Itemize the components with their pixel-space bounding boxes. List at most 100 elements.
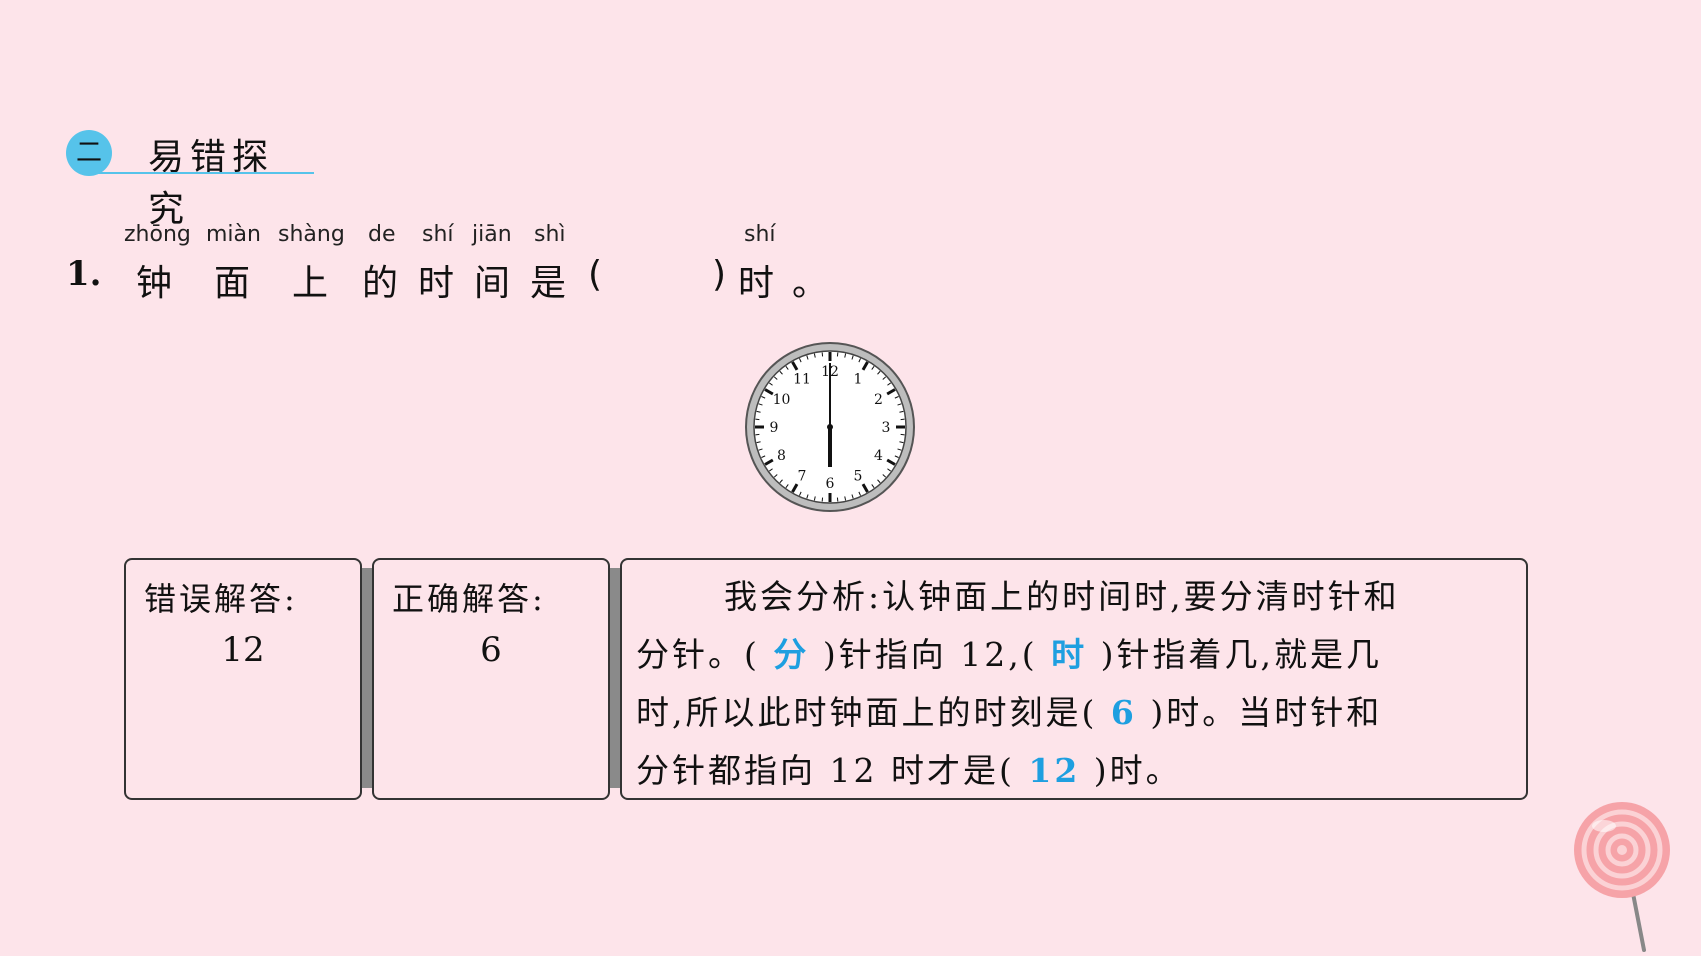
clock-center [827, 424, 833, 430]
clock-tick [858, 358, 861, 363]
clock-tick [851, 355, 854, 360]
clock-tick [756, 441, 761, 444]
clock-tick [899, 441, 904, 444]
pinyin-mian: miàn [206, 222, 261, 247]
clock-number-7: 7 [798, 468, 807, 484]
clock-tick [882, 376, 887, 380]
clock-tick [844, 496, 847, 501]
clock-tick [877, 370, 881, 375]
analysis-line-1-text: 我会分析:认钟面上的时间时,要分清时针和 [724, 577, 1400, 616]
clock-tick [799, 491, 802, 496]
clock-tick [844, 353, 847, 358]
hanzi-mian: 面 [214, 263, 251, 304]
clock-tick [758, 403, 763, 406]
separator-1 [362, 568, 372, 788]
clock-tick [791, 483, 799, 493]
open-paren: ( [588, 254, 603, 295]
clock-tick [813, 496, 816, 501]
pinyin-shi3: shí [744, 222, 776, 247]
clock-tick [785, 484, 789, 488]
clock-number-3: 3 [882, 420, 891, 436]
clock-ticks [755, 352, 905, 502]
clock-tick [761, 396, 766, 399]
clock-tick [887, 382, 891, 386]
clock-number-9: 9 [770, 420, 779, 436]
clock-number-5: 5 [854, 468, 863, 484]
hanzi-shi2: 是 [530, 263, 567, 304]
clock-tick [899, 410, 904, 413]
pinyin-de: de [368, 222, 396, 247]
clock-tick [806, 355, 809, 360]
section-title: 易错探究 [148, 137, 275, 230]
clock-number-8: 8 [777, 448, 786, 464]
clock-number-11: 11 [793, 372, 811, 388]
analysis-line-2: 分针。( 分 )针指向 12,( 时 )针指着几,就是几 [636, 626, 1382, 684]
analysis-line-3-b: )时。当时针和 [1150, 693, 1383, 732]
clock-tick [886, 388, 896, 396]
section-header: 二 易错探究 [66, 124, 314, 230]
analysis-line-2-b: )针指向 12,( [822, 635, 1038, 674]
clock-tick [813, 353, 816, 358]
clock-tick [779, 479, 783, 484]
clock-tick [773, 474, 778, 478]
clock-tick [897, 403, 902, 406]
correct-answer-value: 6 [480, 630, 502, 670]
clock-tick [799, 358, 802, 363]
answer-fen: 分 [773, 635, 810, 674]
clock-tick [861, 483, 869, 493]
pinyin-zhong: zhōng [124, 222, 191, 247]
analysis-line-1: 我会分析:认钟面上的时间时,要分清时针和 [724, 568, 1400, 626]
hanzi-jian: 间 [474, 263, 511, 304]
clock-tick [894, 455, 899, 458]
pinyin-shi: shí [422, 222, 454, 247]
clock-tick [764, 458, 774, 466]
analysis-line-3: 时,所以此时钟面上的时刻是( 6 )时。当时针和 [636, 684, 1382, 742]
pinyin-shi2: shì [534, 222, 566, 247]
analysis-line-4-a: 分针都指向 12 时才是( [636, 751, 1015, 790]
clock-tick [877, 479, 881, 484]
analysis-box: 我会分析:认钟面上的时间时,要分清时针和 分针。( 分 )针指向 12,( 时 … [620, 558, 1528, 800]
answer-shi: 时 [1051, 635, 1088, 674]
section-badge: 二 [66, 130, 112, 176]
clock-tick [785, 366, 789, 370]
clock-tick [897, 448, 902, 451]
lollipop-icon [1574, 802, 1670, 952]
clock-tick [871, 366, 875, 370]
correct-answer-box: 正确解答: 6 [372, 558, 610, 800]
clock-tick [769, 468, 773, 472]
clock-tick [761, 455, 766, 458]
clock-tick [779, 370, 783, 375]
clock-tick [769, 382, 773, 386]
question-number: 1. [66, 254, 102, 294]
hanzi-zhong: 钟 [136, 263, 173, 304]
pinyin-shang: shàng [278, 222, 345, 247]
wrong-answer-box: 错误解答: 12 [124, 558, 362, 800]
full-stop: 。 [792, 263, 829, 304]
hanzi-shang: 上 [292, 263, 329, 304]
answer-12: 12 [1028, 751, 1081, 790]
clock-tick [887, 468, 891, 472]
clock-tick [858, 491, 861, 496]
correct-answer-label: 正确解答: [392, 580, 546, 618]
close-paren: ) [712, 254, 727, 295]
clock-tick [882, 474, 887, 478]
separator-2 [610, 568, 620, 788]
clock-number-1: 1 [854, 372, 863, 388]
wrong-answer-value: 12 [221, 630, 265, 670]
clock-number-2: 2 [874, 392, 883, 408]
wrong-answer-label: 错误解答: [144, 580, 298, 618]
clock-tick [851, 494, 854, 499]
clock-tick [764, 388, 774, 396]
clock-tick [756, 410, 761, 413]
clock-numbers: 12 1 2 3 4 5 6 7 8 9 10 11 [770, 364, 891, 492]
clock-tick [871, 484, 875, 488]
clock-tick [894, 396, 899, 399]
section-underline [86, 172, 314, 174]
clock-tick [758, 448, 763, 451]
clock-number-6: 6 [826, 476, 835, 492]
analysis-line-2-a: 分针。( [636, 635, 760, 674]
clock-tick [791, 361, 799, 371]
analysis-line-4: 分针都指向 12 时才是( 12 )时。 [636, 742, 1182, 800]
clock-number-4: 4 [874, 448, 883, 464]
hanzi-de: 的 [362, 263, 399, 304]
